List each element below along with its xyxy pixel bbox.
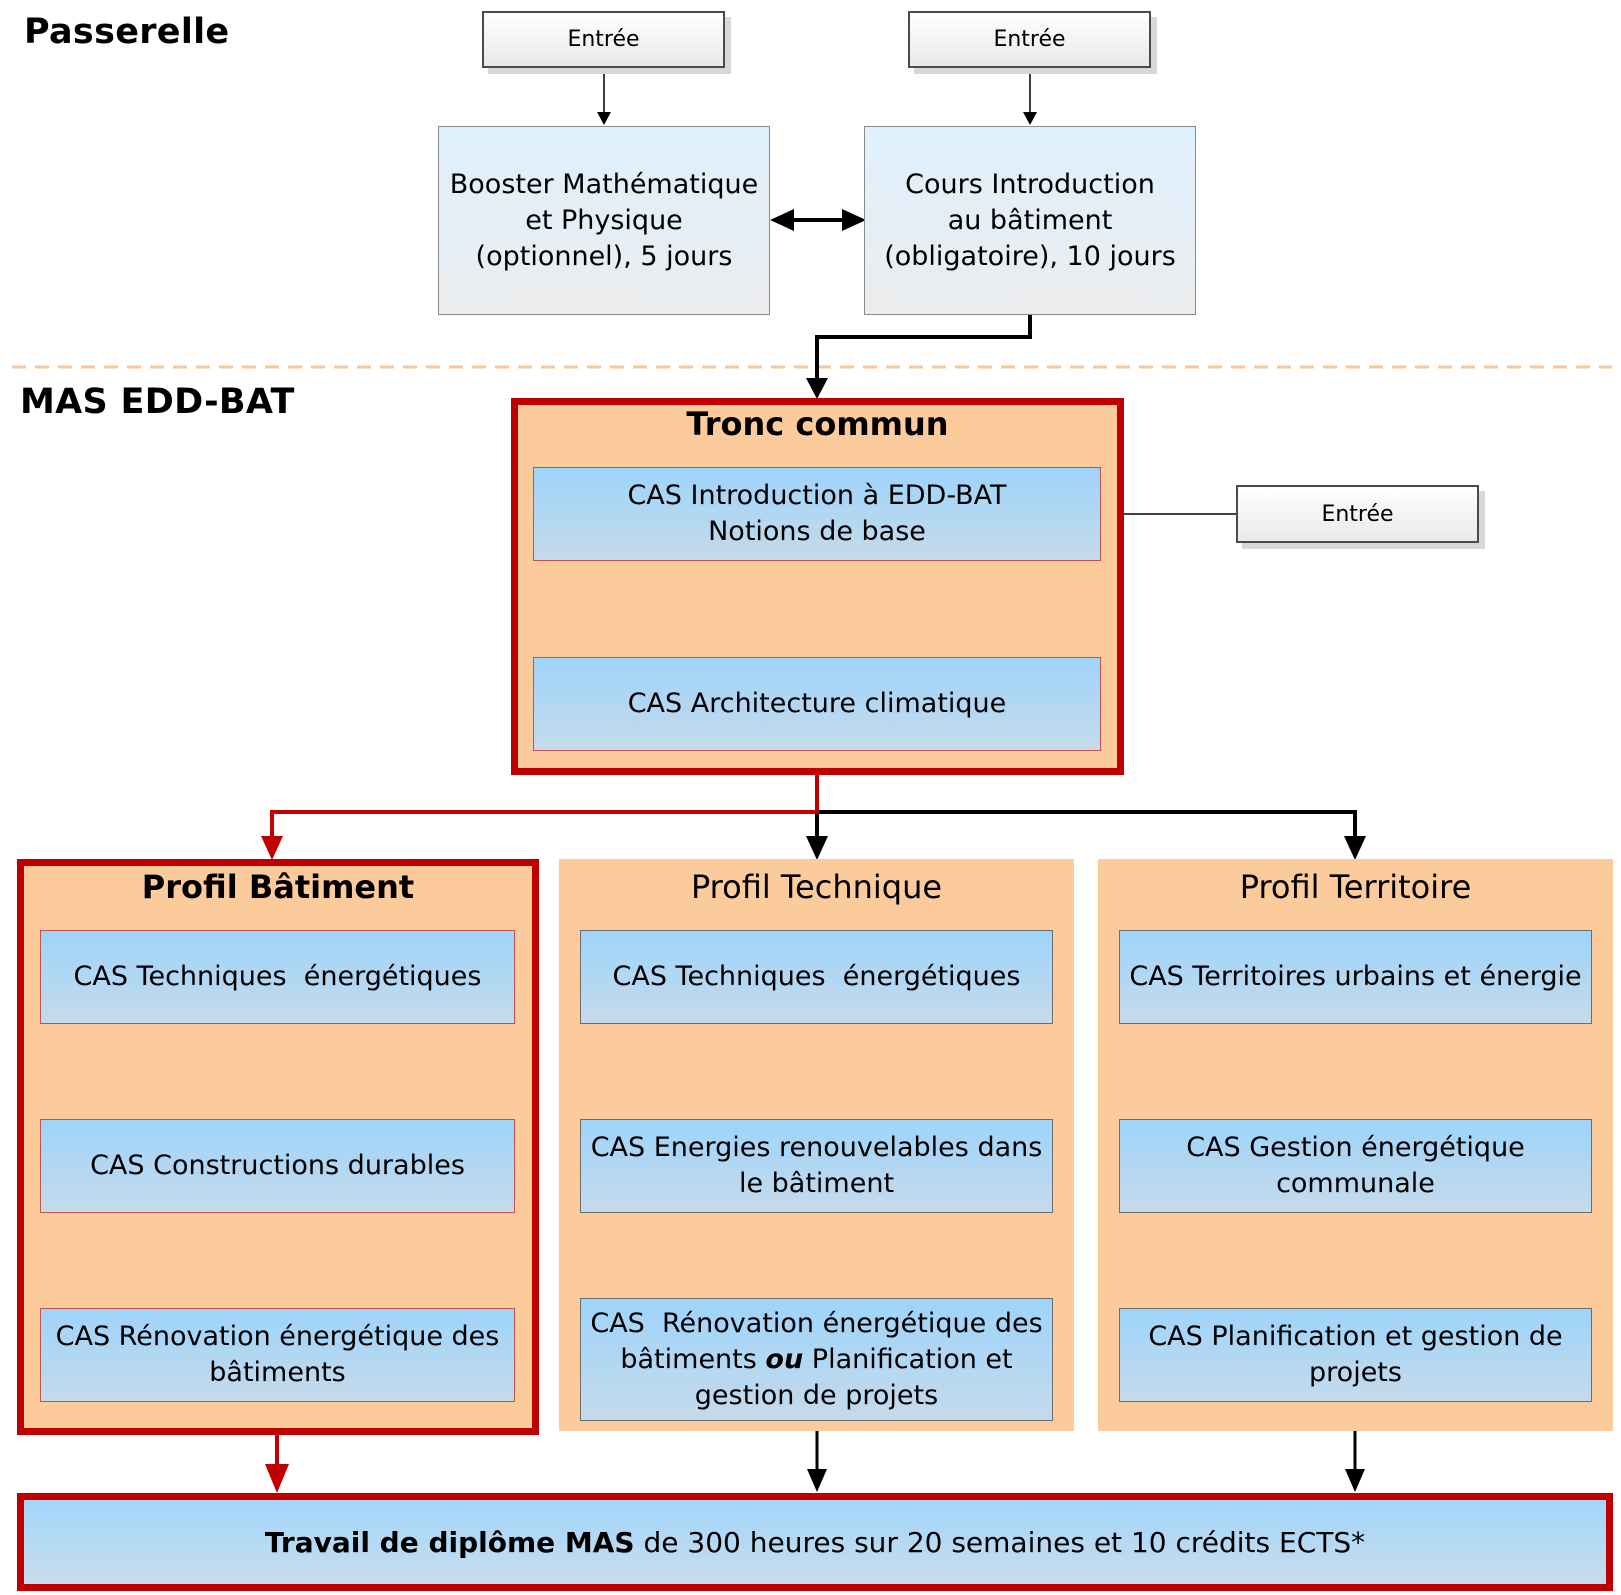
arrowhead xyxy=(1345,1469,1365,1492)
cas-constructions-durables[interactable]: CAS Constructions durables xyxy=(40,1119,515,1213)
arrowhead xyxy=(597,112,611,125)
cas-line-with-or: bâtiments ou Planification et xyxy=(620,1342,1012,1378)
cas-gestion-energetique[interactable]: CAS Gestion énergétique communale xyxy=(1119,1119,1592,1213)
cas-line: CAS Territoires urbains et énergie xyxy=(1129,961,1582,992)
profil-batiment-title: Profil Bâtiment xyxy=(141,868,415,906)
or-emphasis: ou xyxy=(765,1343,804,1375)
cas-line: CAS Techniques énergétiques xyxy=(73,961,482,992)
cas-line: bâtiments xyxy=(209,1357,346,1388)
connector-red-batiment xyxy=(270,750,819,840)
arrowhead xyxy=(807,1469,827,1492)
booster-box[interactable]: Booster Mathématique et Physique (option… xyxy=(438,126,770,315)
arrowhead xyxy=(265,1464,289,1493)
diploma-bold: Travail de diplôme MAS xyxy=(264,1525,635,1559)
cas-line: Notions de base xyxy=(708,516,926,547)
diploma-rest: de 300 heures sur 20 semaines et 10 créd… xyxy=(634,1525,1366,1559)
arrowhead xyxy=(1023,112,1037,125)
arrowhead xyxy=(1344,836,1366,860)
cas-renovation-batiment[interactable]: CAS Rénovation énergétique des bâtiments xyxy=(40,1308,515,1402)
cours-line: Cours Introduction xyxy=(905,168,1155,200)
booster-line: et Physique xyxy=(525,204,683,236)
cas-architecture-climatique[interactable]: CAS Architecture climatique xyxy=(533,657,1101,751)
cas-line: communale xyxy=(1276,1168,1435,1199)
arrowhead xyxy=(261,836,283,860)
section-title-mas: MAS EDD-BAT xyxy=(20,382,295,422)
cas-line: le bâtiment xyxy=(738,1168,895,1199)
profil-technique-title: Profil Technique xyxy=(690,868,943,906)
entry-box-left[interactable]: Entrée xyxy=(482,11,725,68)
booster-line: Booster Mathématique xyxy=(449,168,759,200)
cas-territoires-urbains[interactable]: CAS Territoires urbains et énergie xyxy=(1119,930,1592,1024)
cas-renovation-ou-planification[interactable]: CAS Rénovation énergétique des bâtiments… xyxy=(580,1298,1053,1421)
cas-text: bâtiments xyxy=(620,1343,766,1375)
cas-line: CAS Gestion énergétique xyxy=(1186,1132,1525,1163)
entry-box-right[interactable]: Entrée xyxy=(908,11,1151,68)
cas-energies-renouvelables[interactable]: CAS Energies renouvelables dans le bâtim… xyxy=(580,1119,1053,1213)
cas-text: Planification et xyxy=(803,1343,1013,1375)
entry-box-mas[interactable]: Entrée xyxy=(1236,485,1479,543)
cas-line: CAS Rénovation énergétique des xyxy=(55,1321,500,1352)
cas-intro-edd-bat[interactable]: CAS Introduction à EDD-BAT Notions de ba… xyxy=(533,467,1101,561)
cas-techniques-energetiques-technique[interactable]: CAS Techniques énergétiques xyxy=(580,930,1053,1024)
arrowhead xyxy=(806,378,828,399)
profil-territoire-title: Profil Territoire xyxy=(1239,868,1472,906)
arrowhead xyxy=(806,836,828,860)
arrowhead xyxy=(842,209,866,231)
cas-line: projets xyxy=(1309,1357,1402,1388)
entry-label: Entrée xyxy=(567,27,640,52)
booster-line: (optionnel), 5 jours xyxy=(475,240,733,272)
section-title-passerelle: Passerelle xyxy=(24,12,230,52)
cas-line: CAS Planification et gestion de xyxy=(1148,1321,1563,1352)
cas-line: CAS Architecture climatique xyxy=(627,688,1007,719)
cas-techniques-energetiques-batiment[interactable]: CAS Techniques énergétiques xyxy=(40,930,515,1024)
travail-diplome-box[interactable]: Travail de diplôme MAS de 300 heures sur… xyxy=(17,1493,1613,1591)
arrow-cours-to-tronc xyxy=(815,315,1032,384)
cas-line: CAS Techniques énergétiques xyxy=(612,961,1021,992)
cas-line: CAS Introduction à EDD-BAT xyxy=(627,480,1007,511)
connector-black-distribution xyxy=(817,810,1357,840)
arrowhead xyxy=(770,209,794,231)
cas-line: CAS Constructions durables xyxy=(90,1150,465,1181)
diploma-text: Travail de diplôme MAS de 300 heures sur… xyxy=(265,1526,1365,1559)
cours-line: au bâtiment xyxy=(947,204,1113,236)
cas-planification-gestion[interactable]: CAS Planification et gestion de projets xyxy=(1119,1308,1592,1402)
cours-line: (obligatoire), 10 jours xyxy=(884,240,1176,272)
entry-label: Entrée xyxy=(993,27,1066,52)
tronc-commun-title: Tronc commun xyxy=(686,405,949,443)
cas-line: gestion de projets xyxy=(694,1379,939,1411)
entry-label: Entrée xyxy=(1321,501,1394,527)
cours-intro-box[interactable]: Cours Introduction au bâtiment (obligato… xyxy=(864,126,1196,315)
cas-line: CAS Energies renouvelables dans xyxy=(590,1132,1043,1163)
cas-line: CAS Rénovation énergétique des xyxy=(590,1307,1043,1339)
